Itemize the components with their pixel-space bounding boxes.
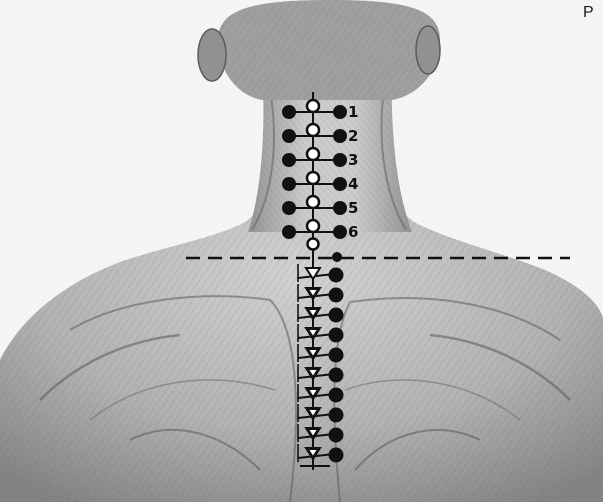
filled-point-marker xyxy=(333,129,347,143)
filled-point-marker xyxy=(329,288,344,303)
filled-point-marker xyxy=(329,328,344,343)
filled-point-marker xyxy=(282,153,296,167)
filled-point-marker xyxy=(332,252,342,262)
filled-point-marker xyxy=(329,428,344,443)
filled-point-marker xyxy=(329,408,344,423)
filled-point-marker xyxy=(329,268,344,283)
marker-number-label: 2 xyxy=(348,127,358,145)
marker-number-label: 1 xyxy=(348,103,358,121)
open-point-marker xyxy=(307,148,319,160)
filled-point-marker xyxy=(282,129,296,143)
filled-point-marker xyxy=(282,177,296,191)
filled-point-marker xyxy=(329,348,344,363)
marker-number-label: 5 xyxy=(348,199,358,217)
marker-number-label: 4 xyxy=(348,175,358,193)
filled-point-marker xyxy=(333,153,347,167)
marker-number-label: 6 xyxy=(348,223,358,241)
filled-point-marker xyxy=(333,225,347,239)
filled-point-marker xyxy=(282,225,296,239)
corner-text: P xyxy=(583,4,594,22)
open-point-marker xyxy=(307,100,319,112)
filled-point-marker xyxy=(282,105,296,119)
marker-number-label: 3 xyxy=(348,151,358,169)
filled-point-marker xyxy=(329,388,344,403)
open-point-marker xyxy=(308,239,319,250)
open-point-marker xyxy=(307,220,319,232)
filled-point-marker xyxy=(333,177,347,191)
filled-point-marker xyxy=(329,448,344,463)
open-point-marker xyxy=(307,196,319,208)
filled-point-marker xyxy=(329,308,344,323)
filled-point-marker xyxy=(329,368,344,383)
open-point-marker xyxy=(307,124,319,136)
filled-point-marker xyxy=(282,201,296,215)
head-shape xyxy=(198,0,440,100)
filled-point-marker xyxy=(333,201,347,215)
open-point-marker xyxy=(307,172,319,184)
filled-point-marker xyxy=(333,105,347,119)
